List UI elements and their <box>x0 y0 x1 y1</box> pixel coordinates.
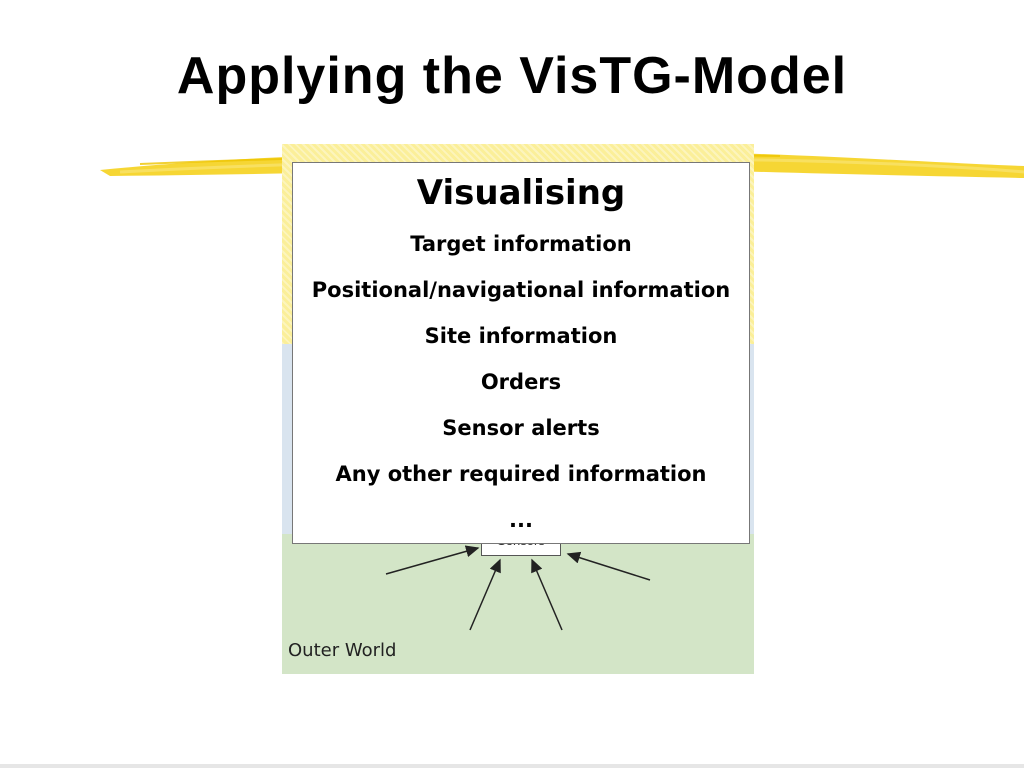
outer-world-label: Outer World <box>288 640 397 661</box>
visualising-panel: Visualising Target information Positiona… <box>292 162 750 544</box>
panel-title: Visualising <box>416 173 626 213</box>
list-item: Site information <box>424 324 618 348</box>
list-item: Any other required information <box>335 462 707 486</box>
list-item: Target information <box>410 232 632 256</box>
list-item: Positional/navigational information <box>311 278 731 302</box>
list-item: Sensor alerts <box>442 416 600 440</box>
list-item-ellipsis: ... <box>509 508 533 532</box>
visualising-list: Target information Positional/navigation… <box>293 221 749 543</box>
slide-title: Applying the VisTG-Model <box>176 47 848 105</box>
bottom-divider <box>0 764 1024 768</box>
sensor-arrows <box>385 545 651 631</box>
list-item: Orders <box>480 370 562 394</box>
